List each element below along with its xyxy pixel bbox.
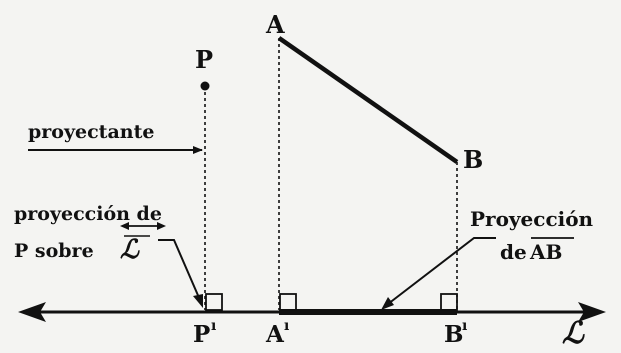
svg-text:B: B xyxy=(444,321,463,348)
right-angle-mark-p xyxy=(205,293,223,311)
pointer-to-ab-projection xyxy=(387,237,496,305)
segment-ab xyxy=(277,36,459,164)
point-p-dot xyxy=(200,81,210,91)
label-p-sobre-line-l: ℒ xyxy=(120,235,140,265)
line-l-right-arrowhead xyxy=(578,302,606,322)
label-a: A xyxy=(265,10,285,39)
label-b: B xyxy=(463,145,483,174)
label-proyeccion-ab-de: de xyxy=(500,240,527,264)
line-l-left-arrowhead xyxy=(18,302,46,322)
svg-text:P: P xyxy=(193,321,210,348)
pointer-to-ab-projection-arrowhead xyxy=(381,297,394,310)
right-angle-mark-b xyxy=(440,293,458,311)
label-line-l: ℒ xyxy=(562,316,585,351)
double-arrow-over-l xyxy=(120,222,166,230)
label-p-prime: P ı xyxy=(193,318,216,348)
pointer-to-p-prime-arrowhead xyxy=(193,294,203,308)
svg-text:A: A xyxy=(265,321,285,348)
svg-text:ı: ı xyxy=(211,318,216,334)
pointer-to-p-prime xyxy=(158,239,201,301)
label-proyectante: proyectante xyxy=(28,121,154,143)
label-proyeccion-de: proyección de xyxy=(14,203,162,225)
label-a-prime: A ı xyxy=(265,318,289,348)
label-segment-ab: AB xyxy=(529,240,562,264)
label-p-sobre: P sobre xyxy=(14,240,94,262)
label-p: P xyxy=(195,45,213,74)
svg-text:ı: ı xyxy=(462,318,467,334)
svg-text:ı: ı xyxy=(284,318,289,334)
label-proyeccion-ab-line1: Proyección xyxy=(470,207,594,231)
label-b-prime: B ı xyxy=(444,318,467,348)
right-angle-mark-a xyxy=(279,293,297,311)
